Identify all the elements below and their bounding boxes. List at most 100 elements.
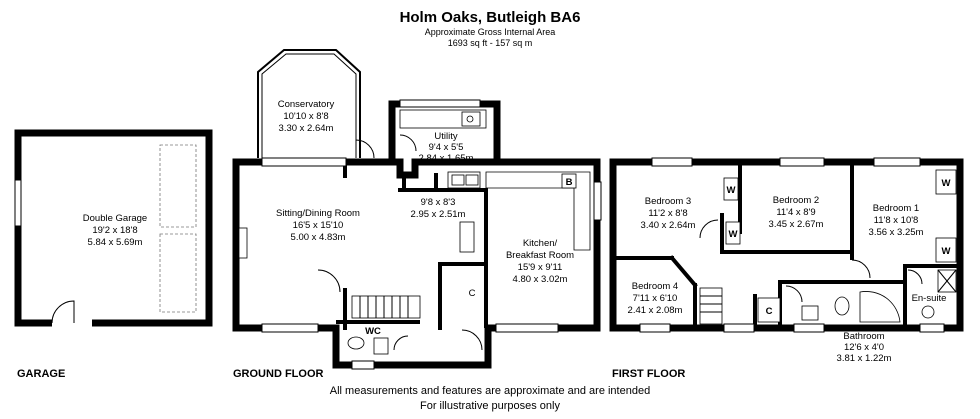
wardrobe-marker-bedroom3: W xyxy=(727,185,736,196)
kitchen-window-front xyxy=(495,323,559,333)
bathroom-toilet xyxy=(834,296,850,316)
cupboard-marker-first: C xyxy=(766,306,773,317)
utility-name: Utility xyxy=(434,131,457,142)
wc-window xyxy=(351,360,375,370)
conservatory-dims-metric: 3.30 x 2.64m xyxy=(279,123,334,134)
bedroom2-window xyxy=(779,157,825,167)
conservatory-name: Conservatory xyxy=(278,99,335,110)
conservatory-door-swing xyxy=(355,139,375,159)
wardrobe-bedroom1-upper xyxy=(935,169,957,195)
wc-basin xyxy=(373,337,389,355)
bedroom4-window xyxy=(639,323,671,333)
wardrobe-marker-bedroom1-upper: W xyxy=(942,178,951,189)
kitchen-name-line2: Breakfast Room xyxy=(506,250,574,261)
ensuite-toilet xyxy=(921,305,935,319)
wc-toilet xyxy=(347,336,365,350)
garage-door-opening xyxy=(52,318,92,328)
bedroom2-name: Bedroom 2 xyxy=(773,195,819,206)
wardrobe-bedroom3 xyxy=(723,177,739,201)
garage-door-swing xyxy=(51,300,75,324)
bathroom-name: Bathroom xyxy=(843,331,884,342)
wardrobe-bedroom2 xyxy=(725,221,741,245)
bathroom-bath xyxy=(859,291,901,323)
ground-floor-section-label: GROUND FLOOR xyxy=(233,368,323,380)
landing-window xyxy=(723,323,755,333)
area-caption: Approximate Gross Internal Area xyxy=(425,27,556,37)
cupboard-first xyxy=(757,297,781,323)
wc-door-swing xyxy=(393,335,409,351)
garage-bay-lower xyxy=(159,233,197,313)
bedroom2-dims-metric: 3.45 x 2.67m xyxy=(769,219,824,230)
garage-bay-upper xyxy=(159,144,197,228)
fireplace xyxy=(238,227,248,259)
plan-title: Holm Oaks, Butleigh BA6 xyxy=(400,9,581,26)
garage-section-label: GARAGE xyxy=(17,368,65,380)
sitting-room-window-front xyxy=(261,323,319,333)
ensuite-window xyxy=(919,323,945,333)
sitting-room-window-rear xyxy=(261,157,347,167)
bedroom3-dims-imperial: 11'2 x 8'8 xyxy=(648,208,687,219)
utility-door-swing xyxy=(399,134,417,152)
sitting-room-dims-imperial: 16'5 x 15'10 xyxy=(293,220,344,231)
garage-room-name: Double Garage xyxy=(83,213,147,224)
conservatory-frame xyxy=(257,49,361,158)
wardrobe-marker-bedroom2: W xyxy=(729,229,738,240)
wc-marker: WC xyxy=(365,326,381,337)
bedroom1-name: Bedroom 1 xyxy=(873,203,919,214)
bathroom-dims-imperial: 12'6 x 4'0 xyxy=(844,342,884,353)
bedroom1-dims-imperial: 11'8 x 10'8 xyxy=(874,215,919,226)
wardrobe-bedroom1-lower xyxy=(935,237,957,263)
ground-floor-outer-walls xyxy=(232,158,601,369)
kitchen-drainer xyxy=(465,174,479,186)
bedroom1-dims-metric: 3.56 x 3.25m xyxy=(869,227,924,238)
sitting-room-name: Sitting/Dining Room xyxy=(276,208,360,219)
bedroom2-dims-imperial: 11'4 x 8'9 xyxy=(776,207,815,218)
staircase-first xyxy=(699,287,723,325)
front-door-swing xyxy=(461,329,483,351)
wardrobe-marker-bedroom1-lower: W xyxy=(942,246,951,257)
fridge xyxy=(459,221,475,253)
bedroom3-dims-metric: 3.40 x 2.64m xyxy=(641,220,696,231)
bedroom1-window xyxy=(873,157,921,167)
bedroom4-name: Bedroom 4 xyxy=(632,281,678,292)
first-floor-section-label: FIRST FLOOR xyxy=(612,368,685,380)
kitchen-dims-metric: 4.80 x 3.02m xyxy=(513,274,568,285)
hall-dims-imperial: 9'8 x 8'3 xyxy=(421,197,456,208)
cupboard-marker-ground: C xyxy=(469,288,476,299)
bathroom-basin xyxy=(801,305,819,321)
garage-walls xyxy=(14,129,213,327)
utility-window xyxy=(399,99,481,108)
boiler-marker: B xyxy=(566,177,573,188)
utility-dims-imperial: 9'4 x 5'5 xyxy=(429,142,464,153)
boiler-box xyxy=(561,173,577,189)
kitchen-sink xyxy=(451,174,465,186)
bedroom4-dims-metric: 2.41 x 2.08m xyxy=(628,305,683,316)
hall-dims-metric: 2.95 x 2.51m xyxy=(411,209,466,220)
bedroom3-window xyxy=(651,157,693,167)
area-value: 1693 sq ft - 157 sq m xyxy=(448,38,533,48)
utility-dims-metric: 2.84 x 1.65m xyxy=(419,153,474,164)
disclaimer-line1: All measurements and features are approx… xyxy=(330,385,650,397)
sitting-room-dims-metric: 5.00 x 4.83m xyxy=(291,232,346,243)
conservatory-frame-inner xyxy=(261,53,357,158)
utility-sink-drain xyxy=(466,115,474,123)
first-floor-plan: W W W W C Bedroom 3 11'2 x 8'8 3.40 x 2.… xyxy=(609,157,964,364)
kitchen-window-side xyxy=(593,181,602,221)
garage-room-dims-metric: 5.84 x 5.69m xyxy=(88,237,143,248)
conservatory-dims-imperial: 10'10 x 8'8 xyxy=(283,111,328,122)
kitchen-units xyxy=(485,171,591,251)
garage-plan: Double Garage 19'2 x 18'8 5.84 x 5.69m xyxy=(14,129,213,328)
kitchen-name: Kitchen/ xyxy=(523,238,558,249)
bedroom3-name: Bedroom 3 xyxy=(645,196,691,207)
garage-window xyxy=(14,179,22,227)
ground-floor-plan: Conservatory 10'10 x 8'8 3.30 x 2.64m Ut… xyxy=(232,49,602,370)
ensuite-marker: En-suite xyxy=(912,293,947,304)
kitchen-dims-imperial: 15'9 x 9'11 xyxy=(518,262,563,273)
disclaimer-line2: For illustrative purposes only xyxy=(420,400,561,412)
bedroom4-dims-imperial: 7'11 x 6'10 xyxy=(633,293,678,304)
bathroom-dims-metric: 3.81 x 1.22m xyxy=(837,353,892,364)
garage-room-dims-imperial: 19'2 x 18'8 xyxy=(92,225,137,236)
staircase-ground xyxy=(351,295,421,319)
bathroom-window xyxy=(793,323,825,333)
